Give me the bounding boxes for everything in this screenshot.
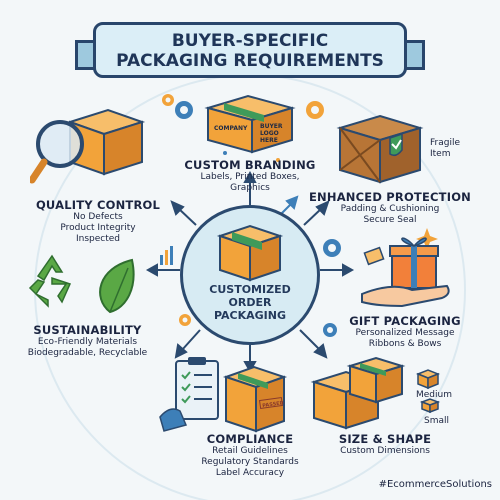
compliance-line1: Retail Guidelines bbox=[212, 446, 288, 456]
page-subtitle: PACKAGING REQUIREMENTS bbox=[116, 51, 384, 71]
arrow-left-head bbox=[145, 263, 158, 277]
size-shape-section: SIZE & SHAPE Custom Dimensions bbox=[320, 432, 450, 457]
hand-icon bbox=[159, 408, 188, 432]
gear-icon bbox=[179, 314, 191, 326]
center-label: CUSTOMIZED ORDER PACKAGING bbox=[180, 283, 320, 322]
fragile-tag-line2: Item bbox=[430, 149, 451, 159]
size-shape-title: SIZE & SHAPE bbox=[338, 432, 432, 446]
hashtag: #EcommerceSolutions bbox=[378, 479, 492, 490]
gear-icon bbox=[306, 101, 324, 119]
arrow-downleft bbox=[181, 329, 201, 351]
company-logo-text: COMPANY bbox=[214, 125, 248, 132]
quality-control-line3: Inspected bbox=[75, 234, 121, 244]
arrow-downright bbox=[299, 329, 321, 351]
arrow-upright bbox=[303, 207, 323, 226]
compliance-section: COMPLIANCE Retail Guidelines Regulatory … bbox=[170, 432, 330, 479]
small-label: Small bbox=[424, 416, 464, 427]
custom-branding-line2: Graphics bbox=[230, 183, 270, 193]
compliance-icons: PASSED bbox=[159, 357, 288, 433]
hand-icon bbox=[361, 284, 450, 308]
tag-icon bbox=[363, 246, 385, 266]
fragile-tag-line1: Fragile bbox=[430, 138, 460, 148]
arrow-upleft bbox=[177, 207, 197, 226]
custom-branding-section: CUSTOM BRANDING Labels, Printed Boxes, G… bbox=[160, 158, 340, 194]
gear-icon bbox=[175, 101, 193, 119]
arrow-upright-head bbox=[315, 200, 330, 216]
compliance-line2: Regulatory Standards bbox=[201, 457, 299, 467]
arrow-right-head bbox=[342, 263, 355, 277]
passed-stamp-text: PASSED bbox=[262, 400, 284, 409]
shield-icon bbox=[389, 132, 403, 157]
gift-packaging-line1: Personalized Message bbox=[355, 328, 455, 338]
compliance-line3: Label Accuracy bbox=[215, 468, 285, 478]
quality-control-section: QUALITY CONTROL No Defects Product Integ… bbox=[28, 198, 168, 245]
quality-control-title: QUALITY CONTROL bbox=[35, 198, 161, 212]
branding-box-icon: COMPANY BUYER LOGO HERE bbox=[204, 94, 296, 154]
sustainability-section: SUSTAINABILITY Eco-Friendly Materials Bi… bbox=[10, 323, 165, 359]
gear-icon bbox=[162, 94, 174, 106]
wooden-crate-icon bbox=[336, 114, 424, 184]
medium-label-text: Medium bbox=[416, 390, 452, 400]
center-label-line3: PACKAGING bbox=[213, 309, 287, 322]
sustainability-line1: Eco-Friendly Materials bbox=[37, 337, 138, 347]
custom-branding-line1: Labels, Printed Boxes, bbox=[200, 172, 300, 182]
buyer-logo-text-3: HERE bbox=[260, 137, 278, 144]
sparkle-icon bbox=[416, 228, 438, 250]
bar-chart-icon bbox=[160, 246, 173, 265]
center-label-line2: ORDER bbox=[228, 296, 272, 309]
enhanced-protection-title: ENHANCED PROTECTION bbox=[309, 190, 471, 204]
sustainability-line2: Biodegradable, Recyclable bbox=[27, 348, 148, 358]
buyer-logo-text-2: LOGO bbox=[260, 130, 279, 137]
leaf-icon bbox=[99, 258, 135, 314]
medium-label: Medium bbox=[416, 390, 466, 401]
gear-icon bbox=[323, 239, 341, 257]
center-box-icon bbox=[216, 224, 284, 282]
enhanced-protection-line1: Padding & Cushioning bbox=[340, 204, 440, 214]
small-label-text: Small bbox=[424, 416, 449, 426]
quality-control-line1: No Defects bbox=[73, 212, 123, 222]
sustainability-icons bbox=[28, 254, 135, 314]
arrow-upleft-head bbox=[170, 200, 185, 216]
quality-control-line2: Product Integrity bbox=[60, 223, 136, 233]
magnifier-icon bbox=[36, 120, 84, 168]
size-shape-line1: Custom Dimensions bbox=[340, 446, 430, 456]
clipboard-icon bbox=[175, 360, 219, 420]
page-title: BUYER-SPECIFIC bbox=[171, 31, 329, 51]
center-label-line1: CUSTOMIZED bbox=[209, 283, 291, 296]
fragile-tag: Fragile Item bbox=[430, 138, 480, 160]
buyer-logo-text-1: BUYER bbox=[260, 123, 283, 130]
gift-packaging-section: GIFT PACKAGING Personalized Message Ribb… bbox=[320, 314, 490, 350]
gift-packaging-title: GIFT PACKAGING bbox=[349, 314, 461, 328]
gift-packaging-line2: Ribbons & Bows bbox=[368, 339, 442, 349]
gear-icon bbox=[323, 323, 337, 337]
compliance-title: COMPLIANCE bbox=[206, 432, 294, 446]
passed-stamp bbox=[258, 396, 284, 410]
arrow-downright-head bbox=[313, 343, 328, 359]
sustainability-title: SUSTAINABILITY bbox=[33, 323, 142, 337]
quality-control-icon bbox=[30, 108, 146, 184]
arrow-up-head bbox=[243, 170, 257, 183]
center-arrows bbox=[145, 170, 355, 374]
enhanced-protection-section: ENHANCED PROTECTION Padding & Cushioning… bbox=[300, 190, 480, 226]
enhanced-protection-line2: Secure Seal bbox=[363, 215, 417, 225]
recycle-icon bbox=[28, 254, 72, 308]
size-boxes-icon bbox=[310, 356, 441, 430]
custom-branding-title: CUSTOM BRANDING bbox=[184, 158, 316, 172]
arrow-downleft-head bbox=[174, 343, 188, 359]
title-banner: BUYER-SPECIFIC PACKAGING REQUIREMENTS bbox=[93, 22, 407, 78]
gift-icon bbox=[361, 237, 450, 308]
